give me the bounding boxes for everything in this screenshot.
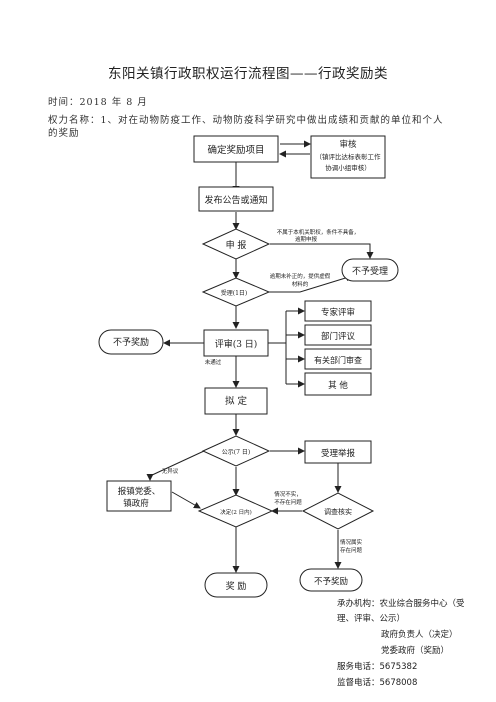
accept-label: 受理(1日) xyxy=(221,289,248,297)
true-note-1: 情况属实 xyxy=(340,538,363,546)
not-accept-terminal xyxy=(341,258,399,282)
investigate-diamond xyxy=(301,492,375,530)
phone-line: 服务电话：5675382 xyxy=(337,662,418,672)
confirm-label: 确定奖励项目 xyxy=(207,144,264,156)
publicity-diamond xyxy=(201,435,271,467)
no-reward-terminal-2 xyxy=(299,568,363,592)
apply-label: 申 报 xyxy=(226,239,247,251)
dept-label: 部门评议 xyxy=(321,331,356,342)
decide-label: 决定(2 日内) xyxy=(220,508,252,516)
report-label: 受理举报 xyxy=(321,448,356,459)
true-note-2: 存在问题 xyxy=(340,546,363,554)
untrue-note-1: 情况不实， xyxy=(274,490,302,498)
report-box xyxy=(304,440,372,464)
review-title: 审核 xyxy=(339,139,357,150)
related-dept-box xyxy=(304,348,372,370)
publish-notice-box xyxy=(198,186,274,212)
agency-line-1: 承办机构：农业综合服务中心（受 xyxy=(337,599,465,609)
evaluate-box xyxy=(203,329,269,357)
note-scope-1: 不属于本机关职权，条件不具备， xyxy=(277,228,360,236)
power-name-line-2: 的奖励 xyxy=(48,128,80,139)
submit-party-gov-box xyxy=(106,480,172,512)
document-title: 东阳关镇行政职权运行流程图——行政奖励类 xyxy=(108,66,388,82)
evaluate-label: 评审(3 日) xyxy=(215,338,258,350)
no-reward-terminal xyxy=(98,329,164,355)
note-scope-2: 逾期申报 xyxy=(295,235,318,243)
other-label: 其 他 xyxy=(328,380,348,391)
note-missing-1: 逾期未补正的，提供虚假 xyxy=(270,272,331,280)
leader-line: 政府负责人（决定） xyxy=(381,630,458,640)
accept-diamond xyxy=(201,277,271,307)
expert-label: 专家评审 xyxy=(321,307,355,318)
publish-label: 发布公告或通知 xyxy=(204,194,267,206)
submit-line-1: 报镇党委、 xyxy=(118,486,161,497)
untrue-note-2: 不存在问题 xyxy=(274,498,302,506)
expert-review-box xyxy=(304,300,372,322)
power-name-line-1: 权力名称：1、对在动物防疫工作、动物防疫科学研究中做出成绩和贡献的单位和个人 xyxy=(48,115,444,126)
review-line-1: （镇评比达标表彰工作 xyxy=(316,152,382,161)
not-accept-label: 不予受理 xyxy=(352,265,388,277)
other-box xyxy=(304,372,372,396)
agency-line-2: 理、评审、公示） xyxy=(337,614,406,624)
reward-terminal xyxy=(204,572,268,598)
publicity-label: 公示(7 日) xyxy=(222,449,250,456)
review-line-2: 协调小组审核） xyxy=(325,163,371,172)
draft-box xyxy=(204,387,268,415)
dept-review-box xyxy=(304,324,372,346)
reward-label: 奖 励 xyxy=(226,580,247,592)
submit-line-2: 镇政府 xyxy=(123,498,149,509)
time-line: 时间：2018 年 8 月 xyxy=(48,97,148,108)
no-reward-label: 不予奖励 xyxy=(113,336,149,348)
note-missing-2: 材料的 xyxy=(292,280,309,288)
party-line: 党委政府（奖励） xyxy=(381,646,450,656)
no-reward-2-label: 不予奖励 xyxy=(314,576,348,587)
confirm-project-box xyxy=(193,135,279,163)
supervise-line: 监督电话：5678008 xyxy=(337,678,418,688)
apply-diamond xyxy=(201,228,271,260)
related-label: 有关部门审查 xyxy=(314,355,362,365)
draft-label: 拟 定 xyxy=(225,395,248,407)
investigate-label: 调查核实 xyxy=(324,507,352,516)
review-box xyxy=(310,135,386,179)
decide-diamond xyxy=(197,494,274,528)
no-objection-note: 无异议 xyxy=(162,467,179,475)
not-passed-note: 未通过 xyxy=(205,358,222,366)
